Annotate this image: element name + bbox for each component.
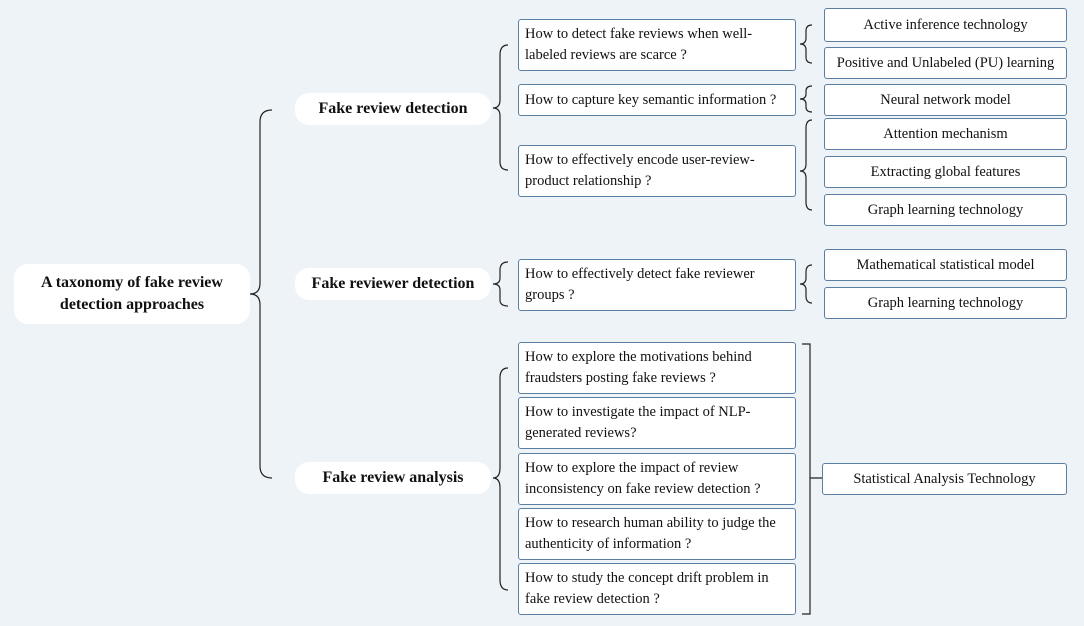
- question-text: How to effectively encode user-review-pr…: [525, 152, 755, 189]
- question-text: How to effectively detect fake reviewer …: [525, 266, 755, 303]
- method-box: Graph learning technology: [824, 194, 1067, 226]
- method-box: Mathematical statistical model: [824, 249, 1067, 281]
- method-label: Attention mechanism: [883, 126, 1008, 142]
- question-box: How to research human ability to judge t…: [518, 508, 796, 560]
- question-text: How to detect fake reviews when well-lab…: [525, 26, 753, 63]
- category-fake-review-detection: Fake review detection: [295, 93, 491, 125]
- method-label: Extracting global features: [870, 164, 1021, 180]
- method-box: Active inference technology: [824, 8, 1067, 42]
- method-label: Graph learning technology: [867, 202, 1024, 218]
- cat1-brace: [492, 44, 509, 171]
- question-box: How to effectively detect fake reviewer …: [518, 259, 796, 311]
- question-box: How to explore the motivations behind fr…: [518, 342, 796, 394]
- question-text: How to capture key semantic information …: [525, 91, 777, 108]
- method-box: Extracting global features: [824, 156, 1067, 188]
- method-box: Attention mechanism: [824, 118, 1067, 150]
- category-label: Fake reviewer detection: [311, 275, 475, 292]
- question-text: How to explore the impact of review inco…: [525, 460, 761, 497]
- question-box: How to detect fake reviews when well-lab…: [518, 19, 796, 71]
- category-fake-reviewer-detection: Fake reviewer detection: [295, 268, 491, 300]
- root-node: A taxonomy of fake review detection appr…: [14, 264, 250, 324]
- question-text: How to study the concept drift problem i…: [525, 570, 769, 607]
- question-text: How to explore the motivations behind fr…: [525, 349, 752, 386]
- question-text: How to investigate the impact of NLP-gen…: [525, 404, 751, 441]
- category-fake-review-analysis: Fake review analysis: [295, 462, 491, 494]
- q3-brace: [799, 119, 813, 211]
- question-box: How to explore the impact of review inco…: [518, 453, 796, 505]
- method-label: Mathematical statistical model: [856, 257, 1035, 273]
- method-label: Positive and Unlabeled (PU) learning: [836, 55, 1055, 71]
- method-box: Positive and Unlabeled (PU) learning: [824, 47, 1067, 79]
- method-label: Graph learning technology: [867, 295, 1024, 311]
- method-box: Neural network model: [824, 84, 1067, 116]
- question-box: How to effectively encode user-review-pr…: [518, 145, 796, 197]
- category-label: Fake review detection: [318, 100, 468, 117]
- analysis-bracket: [802, 343, 822, 615]
- method-box-shared: Statistical Analysis Technology: [822, 463, 1067, 495]
- q4-brace: [799, 264, 813, 304]
- question-text: How to research human ability to judge t…: [525, 515, 776, 552]
- root-label: A taxonomy of fake review detection appr…: [41, 274, 223, 313]
- method-box: Graph learning technology: [824, 287, 1067, 319]
- q1-brace: [799, 24, 813, 64]
- question-box: How to investigate the impact of NLP-gen…: [518, 397, 796, 449]
- method-label: Active inference technology: [863, 17, 1028, 33]
- cat3-brace: [492, 367, 509, 591]
- category-label: Fake review analysis: [322, 469, 464, 486]
- method-label: Neural network model: [880, 92, 1011, 108]
- root-brace: [249, 109, 273, 479]
- method-label: Statistical Analysis Technology: [853, 471, 1036, 487]
- question-box: How to capture key semantic information …: [518, 84, 796, 116]
- question-box: How to study the concept drift problem i…: [518, 563, 796, 615]
- q2-brace: [799, 85, 813, 113]
- cat2-brace: [492, 261, 509, 307]
